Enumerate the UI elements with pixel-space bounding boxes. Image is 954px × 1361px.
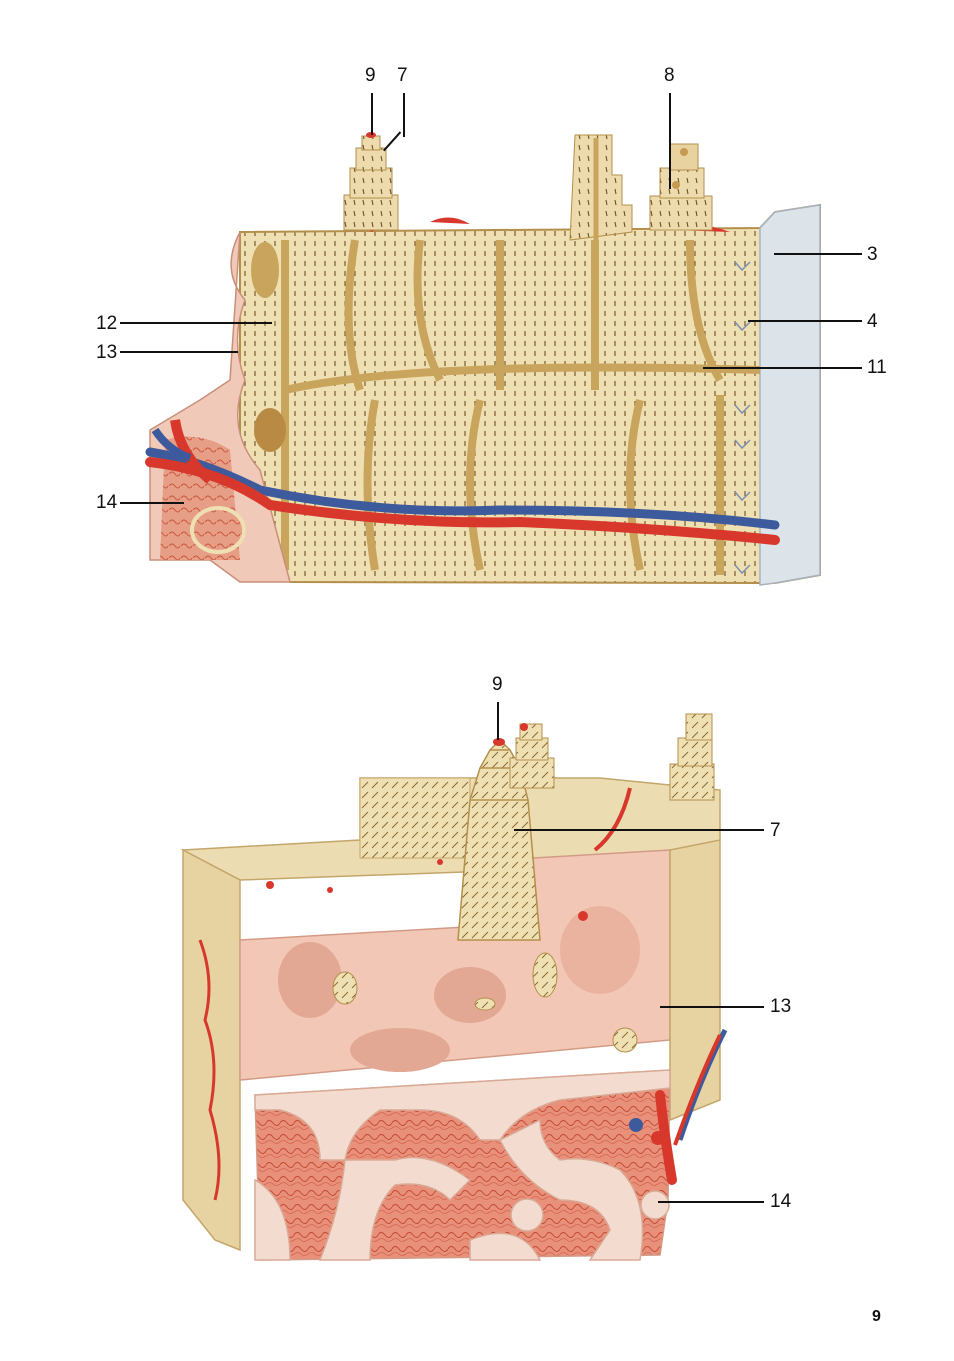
leader-line-12 [120, 322, 272, 324]
leader-line-14 [120, 502, 184, 504]
spongy-bone-illustration [0, 640, 954, 1280]
callout-label-13-bottom: 13 [770, 997, 791, 1016]
osteon-spire-center [570, 135, 632, 240]
top-figure-compact-bone-model: 9 7 8 3 4 11 12 13 14 [0, 0, 954, 640]
osteon-tower-right [650, 144, 712, 230]
callout-label-13: 13 [96, 343, 117, 362]
callout-label-14-bottom: 14 [770, 1192, 791, 1211]
osteon-tower-bottom-back [510, 723, 554, 788]
callout-label-9: 9 [365, 66, 376, 85]
page-number: 9 [872, 1308, 881, 1326]
osteon-tower-left [344, 132, 398, 230]
leader-line-14-bottom [658, 1201, 764, 1203]
callout-label-7-bottom: 7 [770, 821, 781, 840]
leader-line-13 [120, 351, 238, 353]
callout-label-12: 12 [96, 314, 117, 333]
leader-line-8 [669, 93, 671, 189]
callout-label-11: 11 [867, 358, 887, 377]
leader-line-9 [371, 93, 373, 135]
leader-line-9-bottom [497, 702, 499, 740]
leader-line-11 [703, 367, 862, 369]
callout-label-3: 3 [867, 245, 878, 264]
leader-line-7-bottom [514, 829, 764, 831]
callout-label-14: 14 [96, 493, 117, 512]
callout-label-9-bottom: 9 [492, 675, 503, 694]
osteon-tower-bottom-right [670, 714, 714, 800]
leader-line-3 [774, 253, 862, 255]
leader-line-7 [403, 93, 405, 137]
callout-label-4: 4 [867, 312, 878, 331]
bottom-figure-spongy-bone-model: 9 7 13 14 [0, 640, 954, 1280]
leader-line-13-bottom [660, 1006, 764, 1008]
callout-label-8: 8 [664, 66, 675, 85]
leader-line-4 [748, 320, 862, 322]
callout-label-7: 7 [397, 66, 408, 85]
